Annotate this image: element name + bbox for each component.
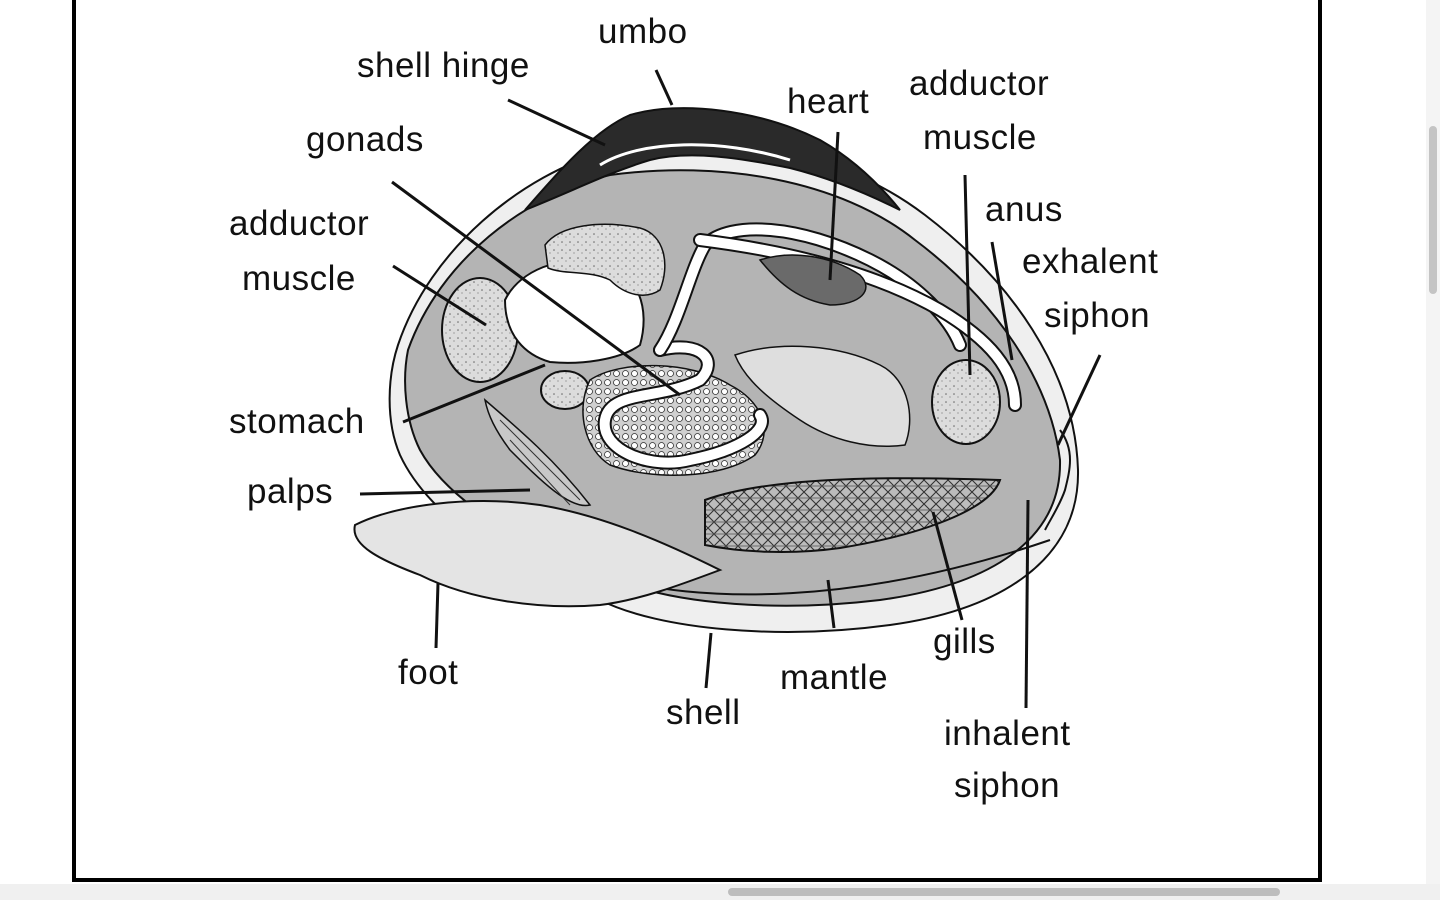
heart-organ	[758, 254, 867, 306]
label-adductor-left-2: muscle	[242, 259, 356, 298]
label-exhalent-1: exhalent	[1022, 242, 1159, 281]
label-gonads: gonads	[306, 120, 424, 159]
hinge-dark	[524, 107, 901, 211]
posterior-adductor-muscle	[931, 359, 1001, 445]
label-shell-hinge: shell hinge	[357, 46, 530, 85]
label-stomach: stomach	[229, 402, 365, 441]
label-anus: anus	[985, 190, 1063, 229]
gonad-mass-upper	[544, 223, 666, 296]
label-inhalent-2: siphon	[954, 766, 1061, 805]
label-exhalent-2: siphon	[1044, 296, 1151, 335]
siphon-edge	[1044, 429, 1071, 531]
vertical-scrollbar-thumb[interactable]	[1429, 126, 1437, 294]
label-adductor-left-1: adductor	[229, 204, 370, 243]
labial-palps	[483, 398, 592, 507]
label-foot: foot	[398, 653, 459, 692]
label-heart: heart	[787, 82, 870, 121]
kidney	[734, 345, 911, 448]
label-inhalent-1: inhalent	[944, 714, 1071, 753]
gills-organ	[704, 477, 1002, 553]
label-umbo: umbo	[598, 12, 688, 51]
stomach-organ	[540, 370, 590, 410]
leader-lines	[359, 69, 1102, 709]
label-adductor-right-1: adductor	[909, 64, 1050, 103]
label-shell: shell	[666, 693, 741, 732]
horizontal-scrollbar-thumb[interactable]	[728, 888, 1280, 896]
label-gills: gills	[933, 622, 996, 661]
anterior-adductor-muscle	[441, 277, 519, 383]
label-palps: palps	[247, 472, 334, 511]
foot-organ	[353, 500, 723, 608]
label-adductor-right-2: muscle	[923, 118, 1037, 157]
label-mantle: mantle	[780, 658, 889, 697]
